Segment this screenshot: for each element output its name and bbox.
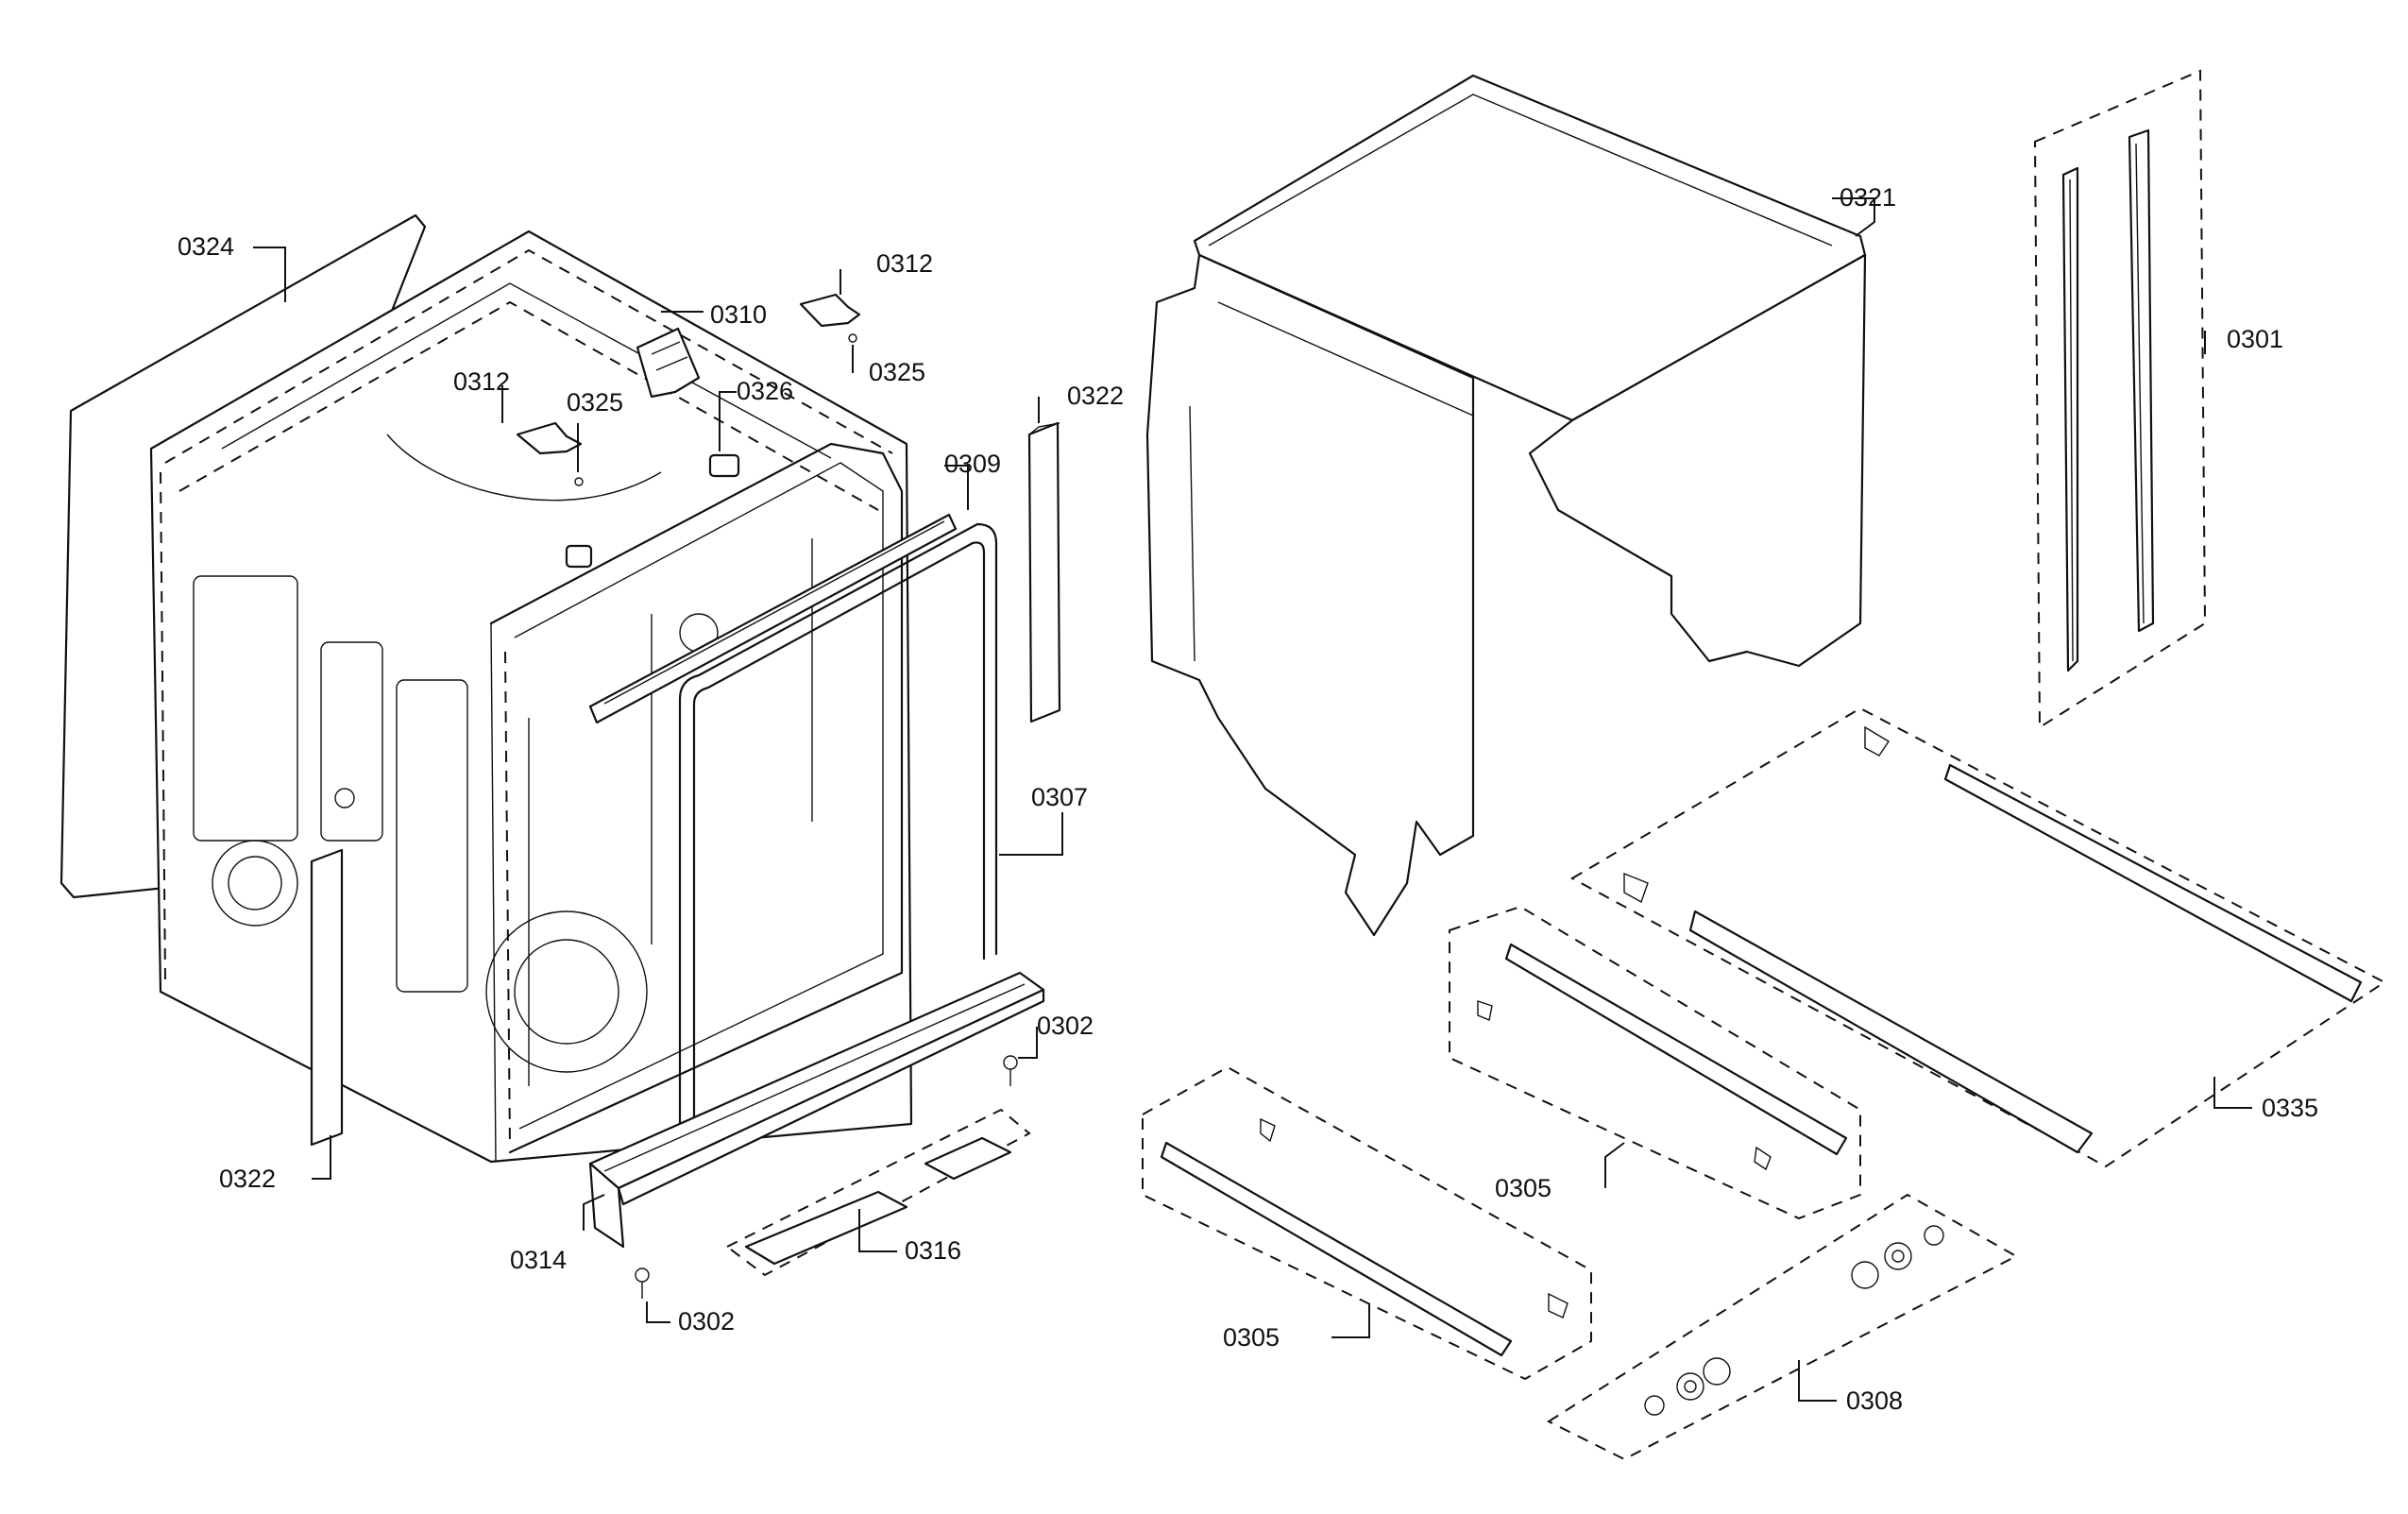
callout-0301: 0301 bbox=[2227, 325, 2283, 353]
callout-0322-bottom: 0322 bbox=[219, 1165, 276, 1193]
callout-0321: 0321 bbox=[1840, 183, 1896, 212]
part-0322-trim-right bbox=[1027, 421, 1061, 723]
part-0302-screws bbox=[635, 1055, 1018, 1299]
callout-0310: 0310 bbox=[710, 300, 767, 329]
part-0335-rail-set bbox=[1569, 706, 2386, 1168]
part-0326-sensor bbox=[565, 453, 740, 569]
callout-0312-right: 0312 bbox=[876, 249, 933, 278]
part-0301-side-rails bbox=[2033, 69, 2207, 729]
part-0316-pads bbox=[725, 1108, 1031, 1277]
part-0321-insulation bbox=[1145, 74, 1867, 937]
callout-0324: 0324 bbox=[178, 232, 234, 261]
callout-0314: 0314 bbox=[510, 1246, 567, 1274]
part-0322-trim-left bbox=[310, 848, 344, 1147]
part-0312-hinge-right bbox=[799, 293, 861, 328]
callout-0309: 0309 bbox=[944, 450, 1001, 478]
part-0309-top-strip bbox=[588, 513, 958, 724]
part-0305-rail-lower bbox=[1142, 1065, 1592, 1381]
part-0307-door-gasket bbox=[678, 522, 998, 1149]
callout-0312-left: 0312 bbox=[453, 367, 510, 396]
callout-labels: 0324 0312 0310 0325 0312 0326 0325 0322 … bbox=[178, 183, 2318, 1415]
callout-0325-left: 0325 bbox=[567, 388, 623, 417]
part-0314-base-plate bbox=[588, 971, 1045, 1249]
callout-0307: 0307 bbox=[1031, 783, 1088, 811]
callout-0302-bottom: 0302 bbox=[678, 1307, 735, 1335]
callout-0302-right: 0302 bbox=[1037, 1012, 1094, 1040]
leader-lines bbox=[253, 197, 2252, 1402]
part-0310-bracket bbox=[636, 327, 701, 399]
part-0325-screws bbox=[574, 333, 857, 486]
callout-0326: 0326 bbox=[737, 377, 793, 405]
part-0305-rail-upper bbox=[1449, 905, 1861, 1220]
callout-0325-right: 0325 bbox=[869, 358, 925, 386]
callout-0322-top: 0322 bbox=[1067, 382, 1124, 410]
callout-0305-upper: 0305 bbox=[1495, 1174, 1552, 1202]
part-0308-wheels bbox=[1546, 1193, 2019, 1461]
callout-0335: 0335 bbox=[2262, 1094, 2318, 1122]
callout-0308: 0308 bbox=[1846, 1386, 1903, 1415]
callout-0305-lower: 0305 bbox=[1223, 1323, 1280, 1352]
part-0312-hinge-left bbox=[516, 421, 583, 455]
callout-0316: 0316 bbox=[905, 1236, 961, 1265]
